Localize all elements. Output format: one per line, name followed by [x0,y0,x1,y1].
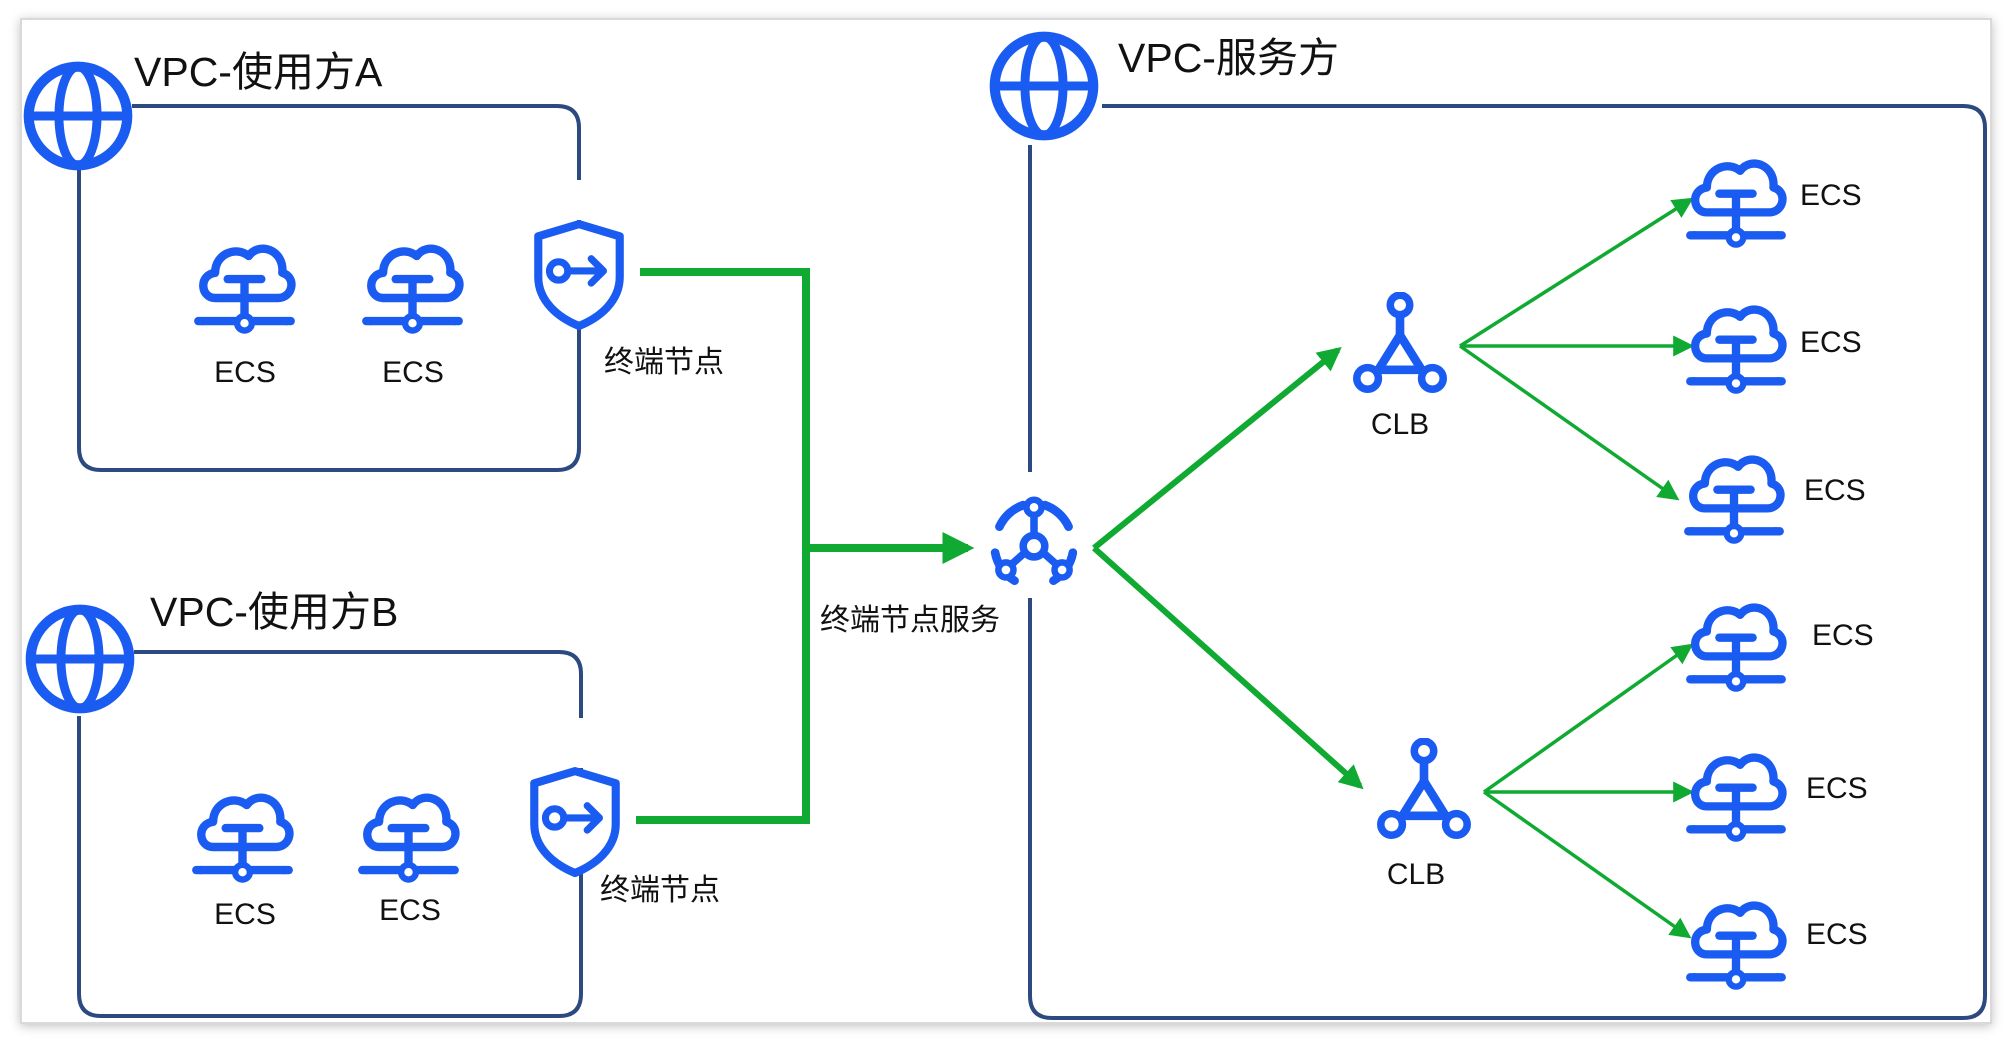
ecs-icon [1690,906,1782,987]
ecs-label: ECS [1800,179,1862,212]
flow-line-clb-1-to-ecs-1 [1459,197,1694,348]
flow-line-endpoint-a [640,268,810,548]
endpoint-service-network-hub-icon [995,500,1073,581]
flow-line-service-to-clb-2 [1091,545,1364,790]
vpc-consumer-b-boundary [77,650,583,1018]
ecs-label: ECS [1804,474,1866,507]
endpoint-a-shield-key-icon [538,224,619,326]
endpoint-a-label: 终端节点 [604,346,724,379]
vpc-consumer-a-globe-icon [29,67,128,166]
ecs-icon [366,249,459,331]
ecs-label: ECS [382,356,444,389]
flow-line-clb-2-to-ecs-1 [1482,643,1694,794]
ecs-label: ECS [379,894,441,927]
vpc-consumer-b-globe-icon [31,610,130,709]
vpc-consumer-b-title: VPC-使用方B [150,589,398,635]
endpoint-b-label: 终端节点 [600,874,720,907]
clb-1-load-balancer-icon [1357,295,1443,389]
endpoint-service-label: 终端节点服务 [820,604,1000,637]
endpoint-to-service-flows [636,268,975,824]
ecs-icon [198,249,291,331]
ecs-label: ECS [214,356,276,389]
ecs-icon [196,798,289,880]
ecs-icon [1690,758,1782,839]
vpc-consumer-a-boundary [77,104,581,472]
vpc-provider-globe-icon [995,37,1094,136]
ecs-label: ECS [1812,619,1874,652]
clb-2-load-balancer-icon [1381,741,1467,835]
flow-line-clb-1-to-ecs-3 [1458,344,1680,501]
flow-line-service-to-clb-1 [1092,346,1342,551]
clb-2-label: CLB [1387,858,1445,891]
vpc-consumer-b: VPC-使用方B ECS ECS 终端节点 [31,589,720,1018]
ecs-icon [1688,460,1780,541]
ecs-label: ECS [214,898,276,931]
vpc-provider-title: VPC-服务方 [1118,35,1339,81]
ecs-label: ECS [1800,326,1862,359]
vpc-provider: VPC-服务方 终端节点服务 CLB CLB ECS ECS [820,35,1987,1020]
ecs-icon [1690,310,1782,391]
ecs-icon [1690,164,1782,245]
flow-line-clb-2-to-ecs-3 [1482,790,1692,939]
endpoint-b-shield-key-icon [534,771,615,873]
ecs-icon [362,798,455,880]
flow-line-endpoint-b [636,548,810,824]
vpc-provider-boundary [1028,104,1987,1020]
ecs-label: ECS [1806,918,1868,951]
ecs-icon [1690,608,1782,689]
ecs-label: ECS [1806,772,1868,805]
vpc-consumer-a: VPC-使用方A ECS ECS 终端节点 [29,49,724,472]
vpc-consumer-a-title: VPC-使用方A [134,49,383,95]
clb-1-label: CLB [1371,408,1429,441]
